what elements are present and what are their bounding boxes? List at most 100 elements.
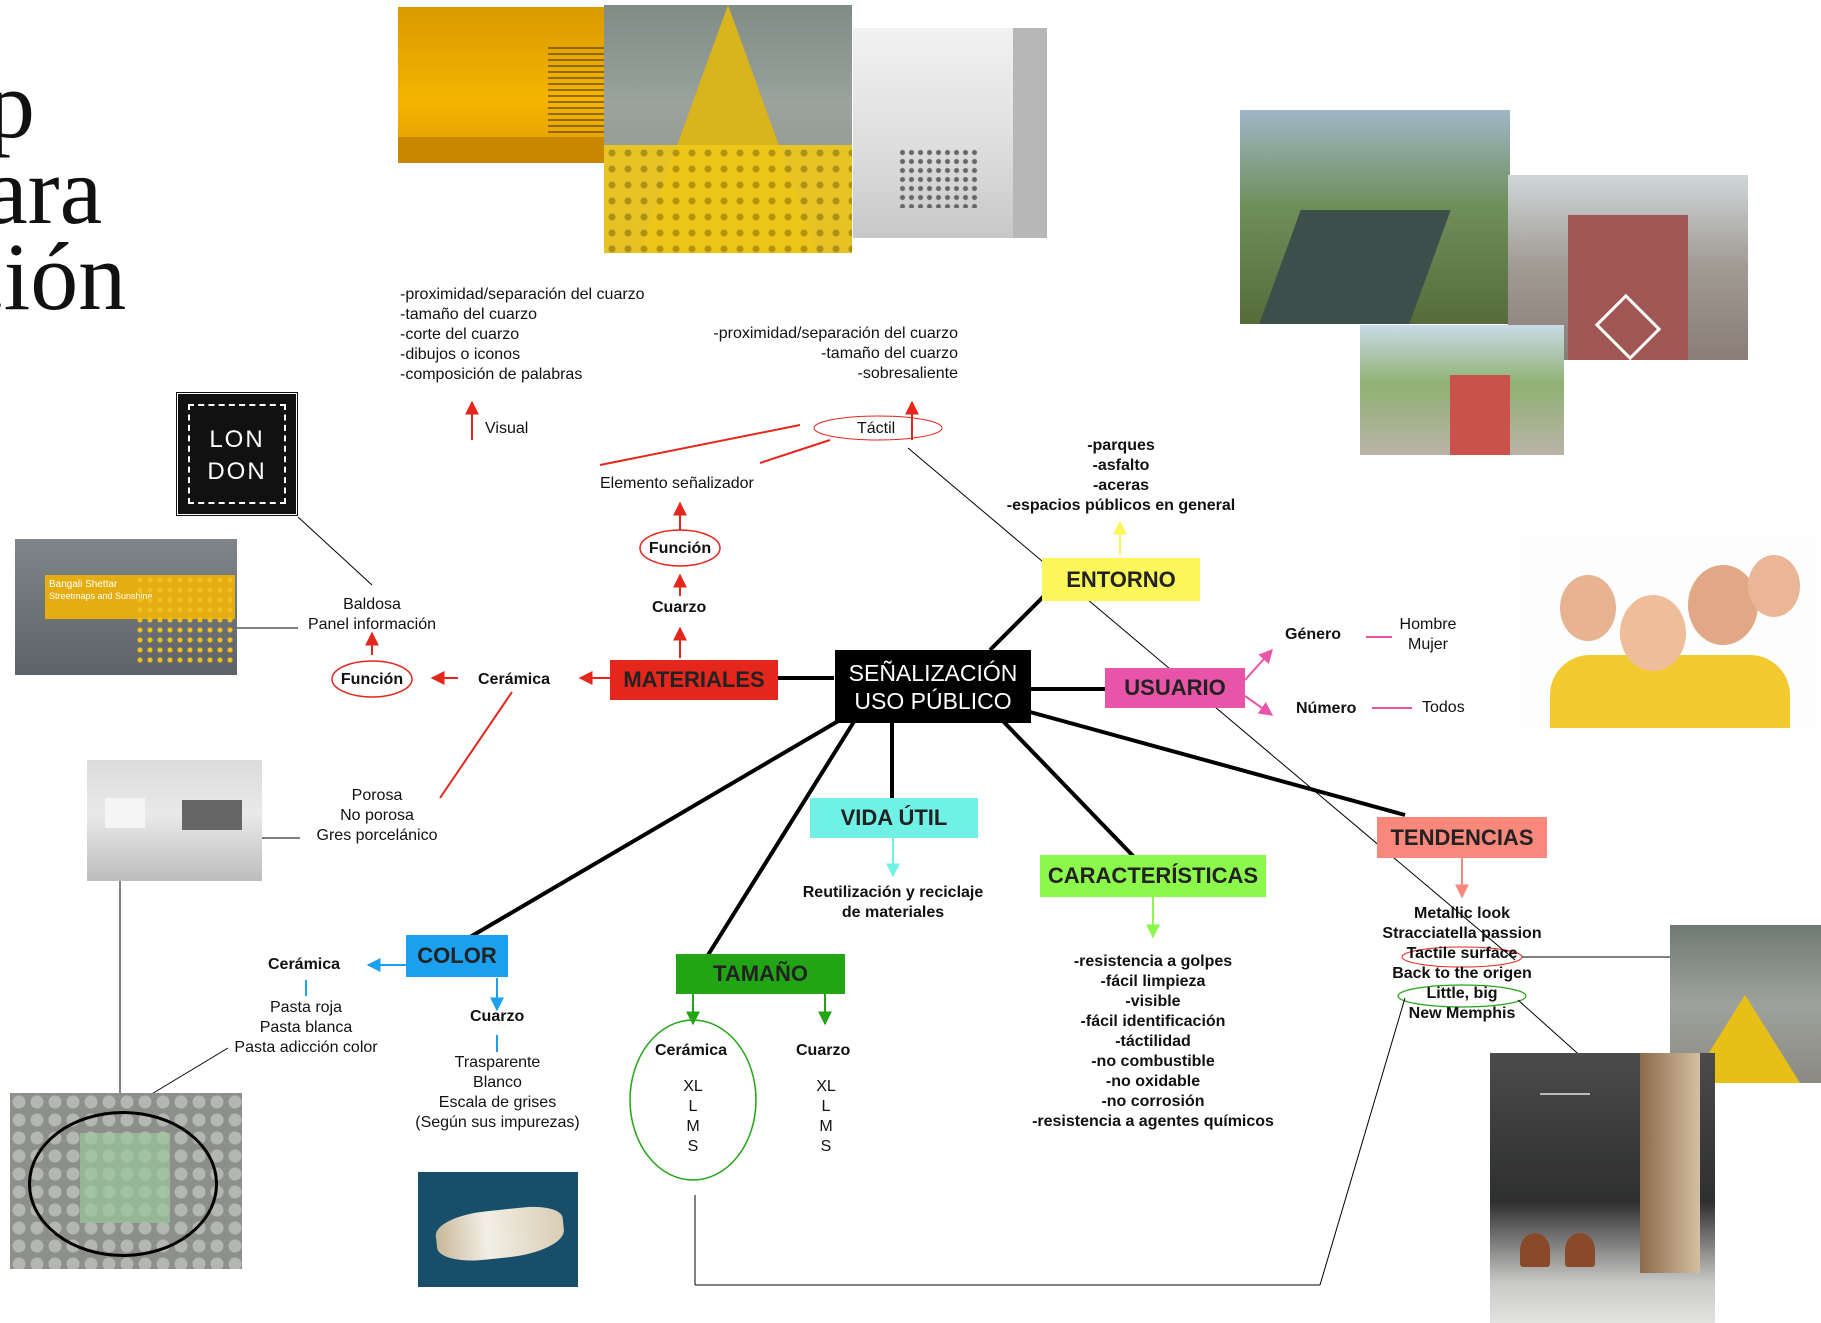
size-item: L	[688, 1098, 698, 1115]
porosa-item: Porosa	[351, 787, 403, 804]
caracteristicas-item: -resistencia a golpes	[1073, 953, 1233, 970]
baldosa-item: Panel información	[307, 616, 437, 633]
tamano-cuarzo-sizes: XL L M S	[806, 1077, 846, 1157]
materiales-funcion-left: Función	[340, 671, 404, 688]
entorno-item: -espacios públicos en general	[1006, 497, 1236, 514]
numero-label: Número	[1296, 700, 1357, 717]
entorno-item: -parques	[1087, 437, 1155, 454]
photo-dark-interior	[1490, 1053, 1715, 1323]
vida-util-item: Reutilización y reciclaje	[802, 884, 984, 901]
caracteristicas-item: -fácil identificación	[1080, 1013, 1226, 1030]
caracteristicas-item: -fácil limpieza	[1100, 973, 1206, 990]
center-line-1: SEÑALIZACIÓN	[848, 659, 1018, 686]
tactil-item: -sobresaliente	[857, 365, 959, 382]
materiales-funcion-top: Función	[648, 540, 712, 557]
entorno-items-list: -parques -asfalto -aceras -espacios públ…	[1000, 436, 1242, 516]
photo-grey-floor	[853, 28, 1047, 238]
usuario-node: USUARIO	[1105, 668, 1245, 708]
visual-items-list: -proximidad/separación del cuarzo -tamañ…	[400, 285, 645, 385]
color-ceramica-items: Pasta roja Pasta blanca Pasta adicción c…	[226, 998, 386, 1058]
color-node: COLOR	[406, 935, 508, 977]
london-text-2: DON	[207, 458, 267, 485]
caracteristicas-node: CARACTERÍSTICAS	[1040, 855, 1266, 897]
caracteristicas-item: -no oxidable	[1105, 1073, 1201, 1090]
color-ceramica-label: Cerámica	[268, 956, 341, 973]
entorno-item: -aceras	[1092, 477, 1150, 494]
caracteristicas-item: -resistencia a agentes químicos	[1032, 1113, 1274, 1130]
size-item: S	[820, 1138, 832, 1155]
color-cuarzo-item: Trasparente	[454, 1054, 541, 1071]
photo-bike-lane	[1508, 175, 1748, 360]
numero-value: Todos	[1422, 699, 1465, 716]
tendencias-item: Metallic look	[1413, 905, 1511, 922]
color-cuarzo-label: Cuarzo	[470, 1008, 525, 1025]
caracteristicas-item: -visible	[1125, 993, 1181, 1010]
tendencias-item: Tactile surface	[1406, 945, 1518, 962]
size-item: M	[819, 1118, 833, 1135]
tendencias-node: TENDENCIAS	[1377, 817, 1547, 858]
visual-item: -proximidad/separación del cuarzo	[400, 286, 645, 303]
london-text-1: LON	[209, 426, 265, 453]
page-title: p para ción	[0, 51, 127, 330]
color-cuarzo-item: Escala de grises	[438, 1094, 557, 1111]
photo-info-panel: Bangali Shettar Streetmaps and Sunshine	[15, 539, 237, 675]
tendencias-item: New Memphis	[1408, 1005, 1516, 1022]
panel-text-2: Streetmaps and Sunshine	[49, 591, 153, 601]
tendencias-item: Little, big	[1426, 985, 1498, 1002]
photo-ceramic-room	[87, 760, 262, 881]
visual-item: -tamaño del cuarzo	[400, 306, 537, 323]
elemento-senalizador-label: Elemento señalizador	[600, 475, 754, 492]
tamano-ceramica-sizes: XL L M S	[673, 1077, 713, 1157]
photo-park-path	[1240, 110, 1510, 324]
entorno-item: -asfalto	[1092, 457, 1150, 474]
caracteristicas-item: -no combustible	[1091, 1053, 1215, 1070]
size-item: XL	[683, 1078, 703, 1095]
color-cuarzo-item: (Según sus impurezas)	[415, 1114, 580, 1131]
photo-red-bike-path	[1360, 325, 1564, 455]
tamano-node: TAMAÑO	[676, 954, 845, 994]
tactil-item: -tamaño del cuarzo	[821, 345, 958, 362]
visual-label: Visual	[485, 420, 529, 437]
porosa-list: Porosa No porosa Gres porcelánico	[300, 786, 454, 846]
entorno-node: ENTORNO	[1042, 558, 1200, 601]
color-cuarzo-items: Trasparente Blanco Escala de grises (Seg…	[410, 1053, 585, 1133]
title-line-2: para	[0, 137, 103, 244]
center-line-2: USO PÚBLICO	[854, 687, 1012, 714]
size-item: S	[687, 1138, 699, 1155]
panel-text-1: Bangali Shettar	[49, 579, 118, 590]
color-ceramica-item: Pasta blanca	[259, 1019, 353, 1036]
center-node: SEÑALIZACIÓN USO PÚBLICO	[835, 650, 1031, 723]
photo-paving	[10, 1093, 242, 1269]
tamano-cuarzo-label: Cuarzo	[796, 1042, 851, 1059]
caracteristicas-item: -táctilidad	[1115, 1033, 1191, 1050]
photo-quartz-rock	[418, 1172, 578, 1287]
visual-item: -corte del cuarzo	[400, 326, 520, 343]
porosa-item: No porosa	[340, 807, 414, 824]
materiales-cuarzo-label: Cuarzo	[652, 599, 707, 616]
vida-util-item: de materiales	[841, 904, 945, 921]
tactil-items-list: -proximidad/separación del cuarzo -tamañ…	[690, 324, 958, 384]
genero-values: Hombre Mujer	[1396, 615, 1460, 655]
photo-family	[1520, 535, 1816, 728]
photo-yellow-wall	[398, 7, 630, 163]
color-ceramica-item: Pasta adicción color	[234, 1039, 378, 1056]
tendencias-item: Stracciatella passion	[1382, 925, 1542, 942]
photo-london-tile: LON DON	[175, 391, 299, 517]
genero-value: Mujer	[1407, 636, 1448, 653]
color-ceramica-item: Pasta roja	[269, 999, 343, 1016]
title-line-1: p	[0, 51, 35, 158]
tactil-item: -proximidad/separación del cuarzo	[713, 325, 958, 342]
caracteristicas-items: -resistencia a golpes -fácil limpieza -v…	[1023, 952, 1283, 1132]
photo-tactile-path	[604, 5, 852, 253]
title-line-3: ción	[0, 223, 127, 330]
baldosa-item: Baldosa	[343, 596, 401, 613]
tactil-label: Táctil	[857, 420, 896, 437]
tendencias-item: Back to the origen	[1392, 965, 1532, 982]
visual-item: -composición de palabras	[400, 366, 583, 383]
tamano-ceramica-label: Cerámica	[655, 1042, 728, 1059]
size-item: M	[686, 1118, 700, 1135]
baldosa-list: Baldosa Panel información	[298, 595, 446, 635]
vida-util-node: VIDA ÚTIL	[810, 798, 978, 838]
